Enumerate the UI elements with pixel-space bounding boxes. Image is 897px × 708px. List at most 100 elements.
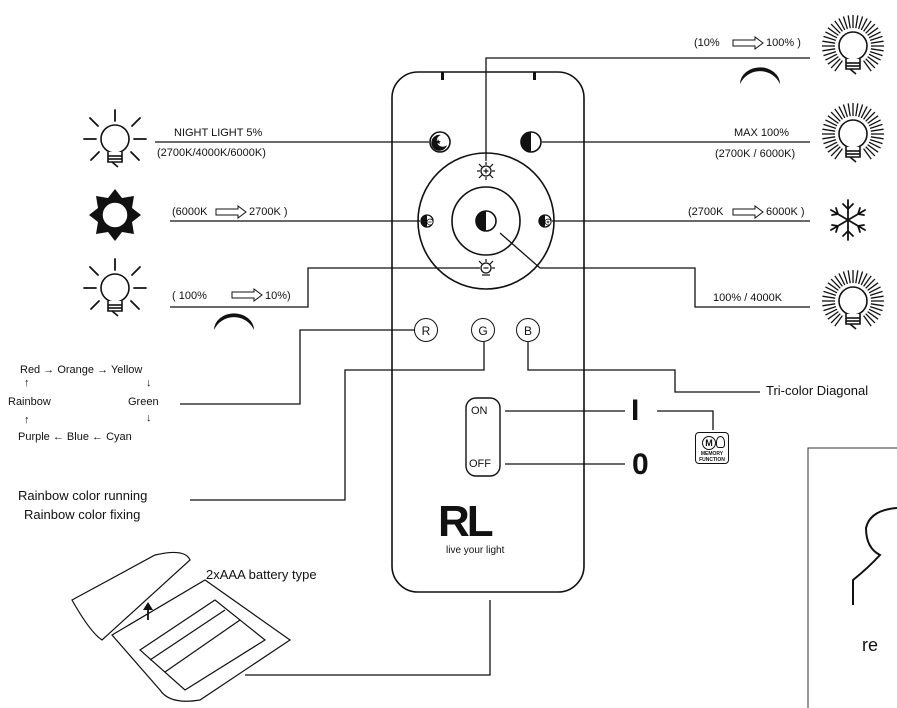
partial-text: re (862, 635, 879, 655)
color-red: Red (20, 364, 41, 376)
ray (827, 27, 839, 36)
ray (865, 23, 876, 34)
ray (860, 106, 868, 119)
color-cyan: Cyan (106, 431, 132, 443)
cool-up-to: 6000K ) (766, 206, 805, 218)
ray (823, 50, 837, 57)
night-light-label: NIGHT LIGHT 5% (174, 127, 263, 139)
blue-button[interactable]: B (516, 318, 540, 342)
night-light-button[interactable] (429, 131, 451, 153)
ray (857, 104, 864, 118)
ray (865, 278, 876, 289)
green-button[interactable]: G (471, 318, 495, 342)
ray (830, 58, 841, 69)
ray (825, 141, 838, 149)
ray (863, 20, 872, 32)
arrow-up-icon (143, 602, 153, 620)
ray (869, 290, 883, 297)
placeholder-panel (807, 447, 897, 708)
arrow-down-icon: ↓ (146, 377, 152, 389)
bulb-night-light-icon (83, 109, 147, 168)
ray (855, 15, 859, 29)
ray (847, 270, 851, 284)
ray (823, 305, 837, 312)
ray (847, 103, 851, 117)
ray (830, 111, 841, 122)
bright-down-to: 10%) (265, 290, 291, 302)
ray (827, 56, 839, 65)
ray (834, 108, 843, 120)
tricolor-label: Tri-color Diagonal (766, 383, 869, 398)
warm-minus-icon[interactable] (420, 214, 434, 228)
memory-letter: M (702, 436, 716, 450)
ray (868, 286, 881, 294)
rainbow-fixing-label: Rainbow color fixing (24, 507, 141, 522)
ray (830, 278, 841, 289)
ray (842, 271, 849, 285)
half-circle-icon (475, 210, 497, 232)
warm-dim-from: (6000K (172, 206, 208, 218)
rainbow-running-label: Rainbow color running (18, 488, 148, 503)
ray (825, 308, 838, 316)
ray (863, 148, 872, 160)
brand-tagline: live your light (446, 545, 505, 556)
ray (870, 40, 884, 44)
ray (857, 16, 864, 30)
arrow-down-icon: ↓ (146, 412, 152, 424)
color-purple: Purple (18, 431, 50, 443)
ray (870, 303, 884, 307)
ray (822, 48, 836, 52)
ray (842, 104, 849, 118)
ray (870, 295, 884, 299)
ray (867, 56, 879, 65)
arrow-up-icon: ↑ (24, 377, 30, 389)
sun-plus-icon[interactable] (477, 162, 495, 180)
ray (822, 295, 836, 299)
ray (867, 115, 879, 124)
switch-on-label: ON (471, 405, 488, 417)
max-label: MAX 100% (734, 127, 790, 139)
cool-plus-icon[interactable] (538, 214, 552, 228)
ray (865, 146, 876, 157)
off-symbol: 0 (632, 448, 649, 481)
ray (838, 106, 846, 119)
power-switch[interactable] (465, 397, 501, 477)
max-temps: (2700K / 6000K) (715, 148, 796, 160)
ray (863, 315, 872, 327)
battery-compartment (71, 551, 292, 702)
ray (823, 35, 837, 42)
ray (863, 60, 872, 72)
ray (834, 148, 843, 160)
ray (822, 136, 836, 140)
max-button[interactable] (520, 131, 542, 153)
red-button[interactable]: R (414, 318, 438, 342)
ray (822, 303, 836, 307)
on-symbol: I (631, 394, 640, 427)
ray (865, 111, 876, 122)
bulb-max-icon (822, 103, 884, 163)
ray (855, 103, 859, 117)
ray (869, 305, 883, 312)
ray (825, 286, 838, 294)
ray (830, 23, 841, 34)
moon-left-icon (214, 313, 254, 330)
connector-lines (155, 57, 810, 676)
ray (830, 146, 841, 157)
ray (868, 53, 881, 61)
ray (868, 31, 881, 39)
ray (863, 108, 872, 120)
bulb-dim-icon (83, 258, 147, 317)
bulb-center-icon (822, 270, 884, 330)
ray (842, 16, 849, 30)
ray (870, 136, 884, 140)
memory-text-2: FUNCTION (699, 457, 725, 463)
ray (827, 282, 839, 291)
ray (825, 31, 838, 39)
ray (867, 27, 879, 36)
switch-off-label: OFF (469, 458, 491, 470)
color-yellow: Yellow (110, 364, 143, 376)
color-cycle-bottom-row: Purple ← Blue ← Cyan (18, 431, 132, 444)
ray (869, 50, 883, 57)
ray (827, 311, 839, 320)
ray (860, 273, 868, 286)
